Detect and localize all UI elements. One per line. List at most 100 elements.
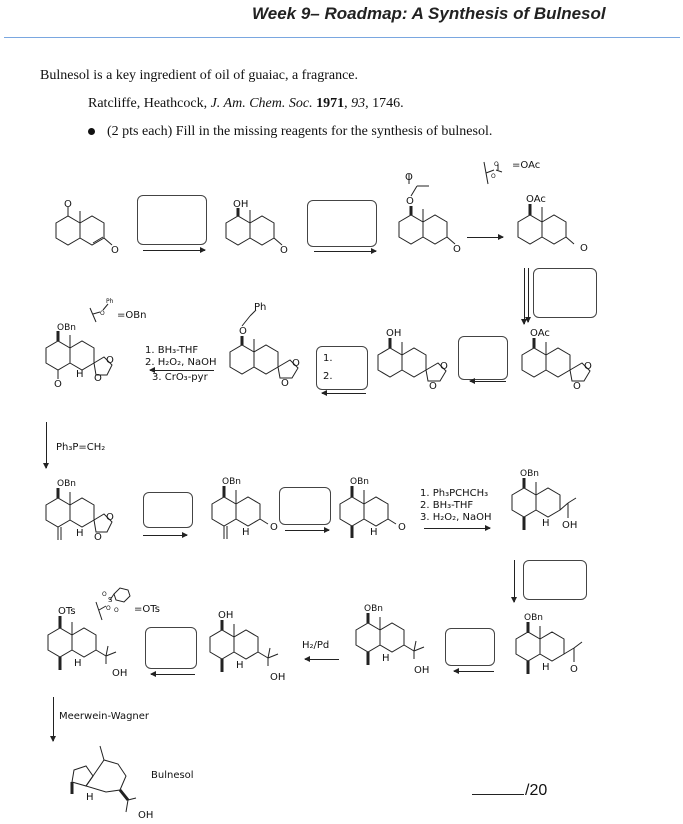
svg-text:O: O	[239, 326, 247, 337]
reaction-arrow-left	[150, 671, 195, 677]
svg-text:Ph: Ph	[106, 298, 114, 305]
svg-text:O: O	[440, 361, 448, 372]
reagent-line: 3. H₂O₂, NaOH	[420, 512, 492, 523]
reagent-line: 1. Ph₃PCHCH₃	[420, 488, 489, 499]
answer-box-2[interactable]	[307, 200, 377, 247]
answer-box-3[interactable]	[533, 268, 597, 318]
svg-text:O: O	[106, 605, 111, 612]
rearrangement-label: Meerwein-Wagner	[59, 711, 150, 722]
svg-text:OAc: OAc	[530, 328, 550, 339]
reaction-arrow-down	[511, 560, 517, 603]
instruction-text: (2 pts each) Fill in the missing reagent…	[107, 124, 493, 139]
svg-text:O: O	[292, 358, 300, 369]
svg-text:H: H	[242, 527, 250, 538]
svg-text:OH: OH	[562, 520, 577, 531]
step-1-label: 1.	[323, 353, 333, 364]
reaction-arrow	[424, 525, 491, 531]
molecule-alcohol-enone: OH O	[225, 199, 288, 256]
svg-text:H: H	[76, 369, 84, 380]
ref-volume: 93	[351, 96, 366, 111]
svg-text:H: H	[370, 527, 378, 538]
svg-text:OBn: OBn	[57, 323, 76, 333]
ref-authors: Ratcliffe, Heathcock,	[88, 96, 211, 111]
svg-text:O: O	[106, 355, 114, 366]
wittig-reagent: Ph₃P=CH₂	[56, 442, 106, 453]
svg-text:O: O	[280, 245, 288, 256]
svg-text:H: H	[382, 653, 390, 664]
svg-text:OBn: OBn	[222, 477, 241, 487]
reaction-arrow-down	[521, 268, 527, 325]
svg-text:H: H	[86, 792, 94, 803]
svg-text:O: O	[94, 532, 102, 543]
answer-box-two-step[interactable]: 1. 2.	[316, 346, 368, 390]
answer-box-8[interactable]	[145, 627, 197, 669]
svg-text:O: O	[398, 522, 406, 533]
obn-legend: =OBn	[117, 310, 147, 321]
ref-journal: J. Am. Chem. Soc.	[210, 96, 313, 111]
reaction-arrow-left	[149, 367, 214, 373]
product-name: Bulnesol	[151, 770, 194, 781]
svg-text:O: O	[54, 379, 62, 390]
molecule-acetate-enone: OOO	[398, 172, 461, 255]
svg-text:OAc: OAc	[526, 194, 546, 205]
svg-text:O: O	[100, 310, 105, 317]
answer-box-1[interactable]	[137, 195, 207, 245]
svg-text:OH: OH	[233, 199, 248, 210]
score-blank[interactable]	[472, 794, 524, 795]
reaction-arrow	[285, 527, 330, 533]
page-title: Week 9– Roadmap: A Synthesis of Bulnesol	[252, 4, 606, 23]
ref-year: 1971	[316, 96, 345, 111]
answer-box-4[interactable]	[458, 336, 508, 380]
score-total: /20	[525, 782, 548, 799]
answer-box-6[interactable]	[279, 487, 331, 525]
oac-legend: =OAc	[512, 160, 541, 171]
header-divider	[4, 37, 680, 38]
svg-text:S: S	[108, 596, 113, 604]
svg-text:OBn: OBn	[350, 477, 369, 487]
hydrogenolysis-reagent: H₂/Pd	[302, 640, 330, 651]
svg-text:O: O	[405, 172, 413, 183]
svg-text:OBn: OBn	[364, 604, 383, 614]
answer-box-5[interactable]	[143, 492, 193, 528]
reagent-line: 2. BH₃-THF	[420, 500, 474, 511]
svg-text:H: H	[542, 518, 550, 529]
svg-text:O: O	[491, 173, 496, 180]
answer-box-7[interactable]	[523, 560, 587, 600]
svg-text:OH: OH	[138, 810, 153, 821]
score-field[interactable]: /20	[472, 782, 547, 800]
reagent-line: 2. H₂O₂, NaOH	[145, 357, 217, 368]
reaction-arrow-down	[43, 422, 49, 469]
svg-text:O: O	[429, 381, 437, 392]
svg-text:O: O	[494, 161, 499, 168]
obn-legend-structure: OPh	[89, 298, 114, 323]
svg-text:O: O	[106, 512, 114, 523]
svg-text:O: O	[281, 378, 289, 389]
svg-text:O: O	[573, 381, 581, 392]
reaction-arrow-left	[304, 656, 339, 662]
reaction-arrow-down	[50, 697, 56, 742]
reaction-arrow	[314, 248, 377, 254]
bullet-icon	[88, 128, 95, 136]
reagent-line: 1. BH₃-THF	[145, 345, 199, 356]
reaction-arrow	[143, 532, 188, 538]
molecule-bulnesol: H OH	[70, 745, 153, 821]
svg-text:H: H	[74, 658, 82, 669]
svg-text:O: O	[111, 245, 119, 256]
reaction-arrow-left	[469, 378, 506, 384]
svg-text:O: O	[114, 607, 119, 614]
svg-text:H: H	[76, 528, 84, 539]
svg-text:H: H	[236, 660, 244, 671]
svg-text:O: O	[580, 243, 588, 254]
answer-box-9[interactable]	[445, 628, 495, 666]
